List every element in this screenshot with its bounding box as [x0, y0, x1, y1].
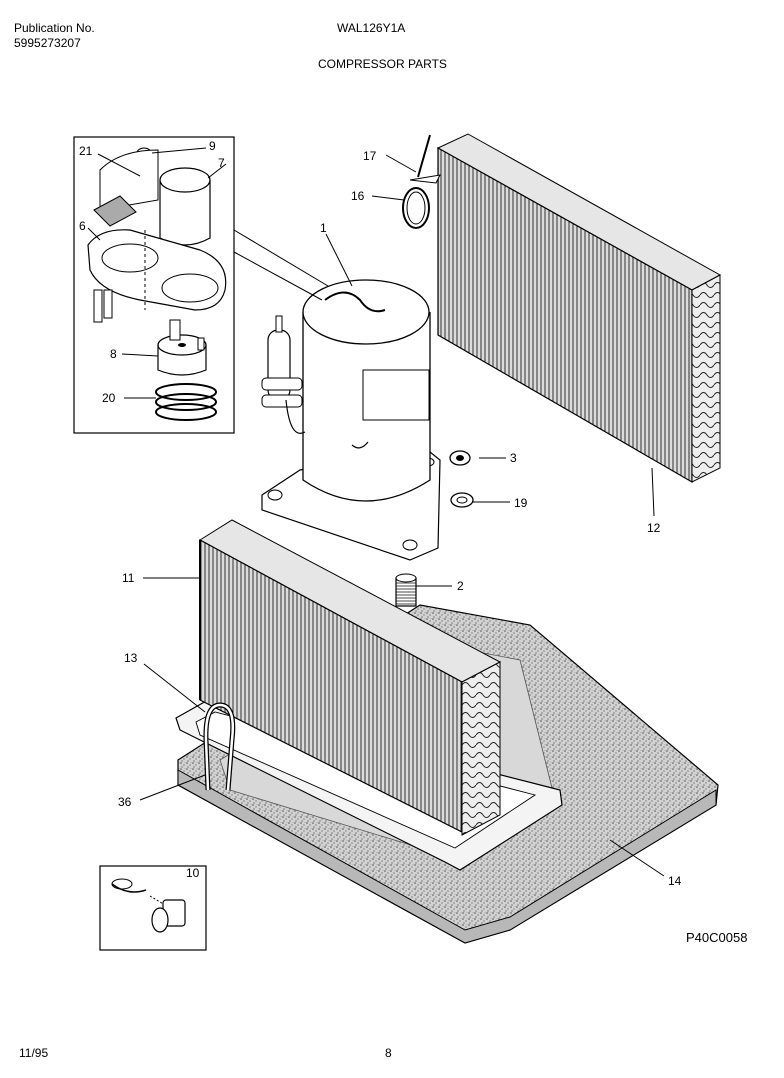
- callout-20: 20: [102, 391, 116, 405]
- model-number: WAL126Y1A: [337, 21, 406, 35]
- leader-lines: [87, 147, 665, 877]
- callout-16: 16: [351, 189, 365, 203]
- callout-9: 9: [209, 139, 216, 153]
- callout-7: 7: [218, 156, 225, 170]
- capillary-tube: [409, 134, 441, 184]
- publication-number: 5995273207: [14, 36, 81, 50]
- callout-17: 17: [363, 149, 377, 163]
- drain-tube: [203, 702, 236, 791]
- callout-6: 6: [79, 219, 86, 233]
- footer-date: 11/95: [19, 1046, 49, 1060]
- callout-13: 13: [124, 651, 138, 665]
- callout-36: 36: [118, 795, 132, 809]
- callout-8: 8: [110, 347, 117, 361]
- evaporator-coil: [199, 519, 502, 836]
- publication-label: Publication No.: [14, 21, 95, 35]
- callout-3: 3: [510, 451, 517, 465]
- callout-10: 10: [186, 866, 200, 880]
- callout-11: 11: [122, 571, 135, 585]
- callout-labels: 1 2 3 6 7 8 9 10 11 12 13 14 16 17 19 20…: [79, 139, 682, 888]
- section-title: COMPRESSOR PARTS: [318, 57, 447, 71]
- callout-12: 12: [647, 521, 661, 535]
- diagram-code: P40C0058: [686, 930, 747, 945]
- callout-1: 1: [320, 221, 327, 235]
- page-number: 8: [385, 1046, 392, 1060]
- washer: [450, 492, 474, 508]
- callout-14: 14: [668, 874, 682, 888]
- part-10-inset: [99, 865, 207, 951]
- callout-19: 19: [514, 496, 528, 510]
- mounting-spring: [395, 573, 417, 607]
- condenser-coil: [436, 133, 722, 484]
- terminal-parts-inset: [73, 136, 235, 434]
- compressor: [261, 279, 441, 561]
- accumulator: [261, 315, 306, 434]
- callout-21: 21: [79, 144, 93, 158]
- capillary-coil: [402, 187, 430, 229]
- callout-2: 2: [457, 579, 464, 593]
- grommet: [449, 450, 471, 466]
